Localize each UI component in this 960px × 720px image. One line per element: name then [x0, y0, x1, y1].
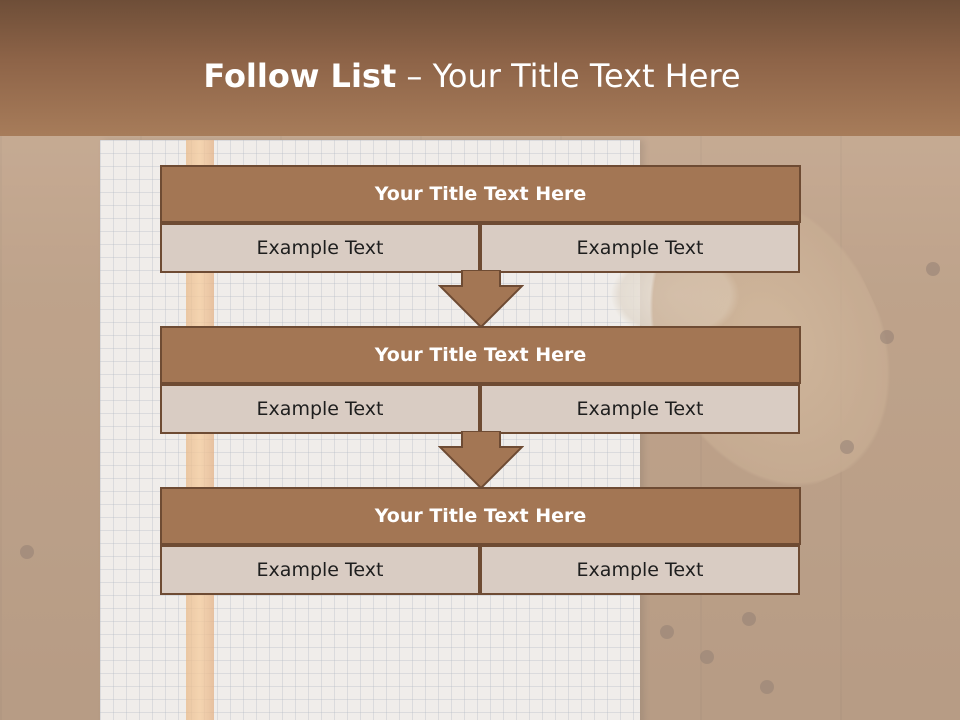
down-arrow-icon	[438, 431, 524, 489]
block-title: Your Title Text Here	[160, 165, 801, 223]
slide-title-bold: Follow List	[203, 57, 397, 95]
title-bar: Follow List – Your Title Text Here	[0, 0, 960, 136]
peppercorn	[926, 262, 940, 276]
block-title: Your Title Text Here	[160, 326, 801, 384]
down-arrow-icon	[438, 270, 524, 328]
peppercorn	[20, 545, 34, 559]
block-cell-right: Example Text	[480, 545, 800, 595]
block-cell-right: Example Text	[480, 384, 800, 434]
block-title: Your Title Text Here	[160, 487, 801, 545]
block-cell-left: Example Text	[160, 384, 480, 434]
peppercorn	[760, 680, 774, 694]
peppercorn	[742, 612, 756, 626]
block-cell-right: Example Text	[480, 223, 800, 273]
peppercorn	[880, 330, 894, 344]
slide-title-rest: – Your Title Text Here	[396, 57, 741, 95]
peppercorn	[660, 625, 674, 639]
slide-title: Follow List – Your Title Text Here	[0, 52, 944, 100]
block-cell-left: Example Text	[160, 545, 480, 595]
peppercorn	[840, 440, 854, 454]
block-cell-left: Example Text	[160, 223, 480, 273]
peppercorn	[700, 650, 714, 664]
